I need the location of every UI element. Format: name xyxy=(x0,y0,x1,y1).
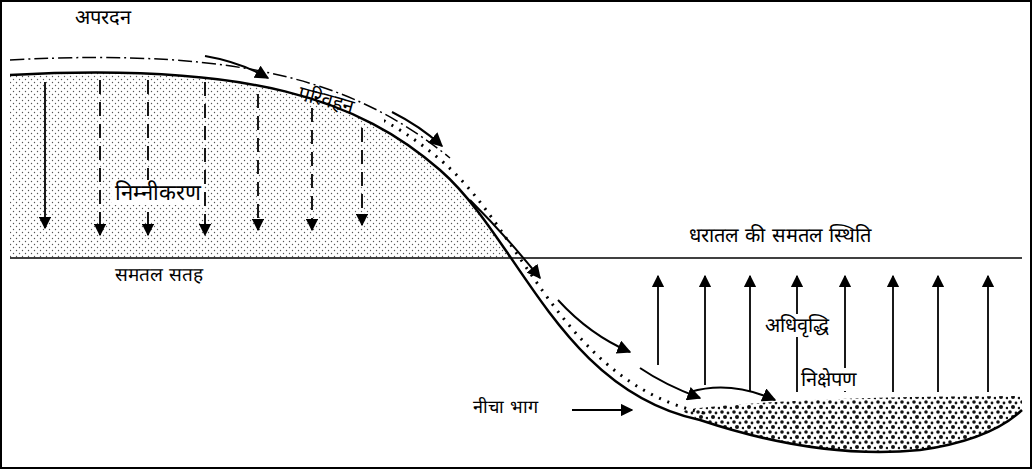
process-label: निक्षेपण xyxy=(798,368,859,391)
erosion-line xyxy=(10,57,450,158)
ground-profile xyxy=(10,72,1022,452)
process-label: निम्नीकरण xyxy=(112,180,204,205)
upland-mass xyxy=(10,72,1022,258)
surface-label: धरातल की समतल स्थिति xyxy=(686,224,874,247)
deposit xyxy=(680,396,1022,452)
process-label: परिवहन xyxy=(293,80,360,119)
level-line xyxy=(10,257,1022,259)
slope-debris xyxy=(384,65,704,413)
process-label: अपरदन xyxy=(72,6,134,29)
lowering-arrows xyxy=(45,80,362,235)
leader-arrow xyxy=(572,409,632,411)
surface-label: समतल सतह xyxy=(112,264,206,286)
aggradation-arrows xyxy=(658,276,988,392)
part-label: नीचा भाग xyxy=(470,397,541,418)
process-label: अधिवृद्धि xyxy=(762,314,832,337)
